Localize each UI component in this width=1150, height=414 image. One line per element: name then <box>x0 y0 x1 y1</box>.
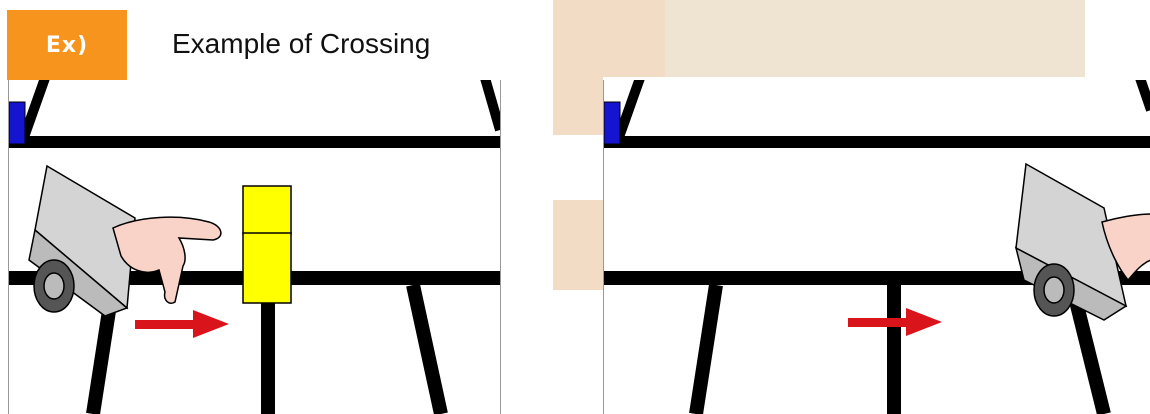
panel-after <box>603 80 1150 414</box>
yellow-block-icon <box>243 186 291 303</box>
background-decoration-left-lower <box>553 200 603 290</box>
blue-block-icon <box>9 102 25 144</box>
blue-block-icon <box>604 102 620 144</box>
background-decoration-left <box>553 77 603 135</box>
page-title: Example of Crossing <box>172 28 430 60</box>
background-decoration-bar <box>665 0 1085 77</box>
panel-before <box>8 80 501 414</box>
example-badge: Ex) <box>7 10 127 80</box>
scene-after <box>604 80 1150 414</box>
arrow-icon <box>135 310 229 338</box>
scene-before <box>9 80 500 414</box>
background-decoration-top <box>553 0 665 77</box>
